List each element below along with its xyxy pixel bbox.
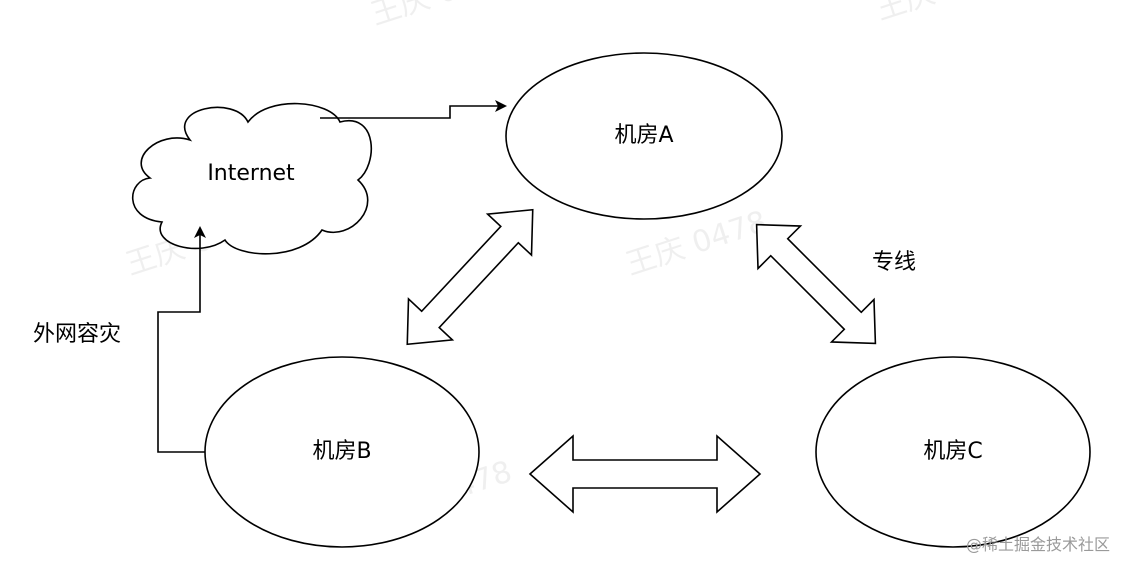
watermark-text: 王庆 0478 (872, 0, 1022, 28)
room-b-label: 机房B (312, 439, 371, 464)
room-a-label: 机房A (614, 123, 673, 148)
room-b-room-c-link (528, 434, 762, 514)
double-arrow-icon (528, 434, 762, 514)
double-arrow-icon (406, 208, 534, 346)
room-c-ellipse (815, 356, 1091, 548)
internet-node: Internet (131, 102, 372, 255)
double-arrow-icon (755, 223, 877, 345)
room-c-node: 机房C (815, 356, 1091, 548)
room-a-ellipse (505, 52, 783, 220)
room-a-room-b-link (406, 208, 534, 346)
dedicated-line-label: 专线 (872, 250, 916, 275)
watermark-text: 王庆 0478 (367, 0, 517, 33)
room-b-to-internet-connector (157, 226, 206, 453)
credit-text: @稀土掘金技术社区 (966, 535, 1110, 554)
room-b-node: 机房B (204, 356, 480, 548)
external-dr-label: 外网容灾 (33, 322, 121, 347)
internet-to-room-a-connector (320, 100, 507, 119)
cloud-icon (131, 102, 372, 255)
room-a-room-c-link (755, 223, 877, 345)
room-c-label: 机房C (923, 439, 982, 464)
room-a-node: 机房A (505, 52, 783, 220)
internet-label: Internet (207, 161, 295, 186)
